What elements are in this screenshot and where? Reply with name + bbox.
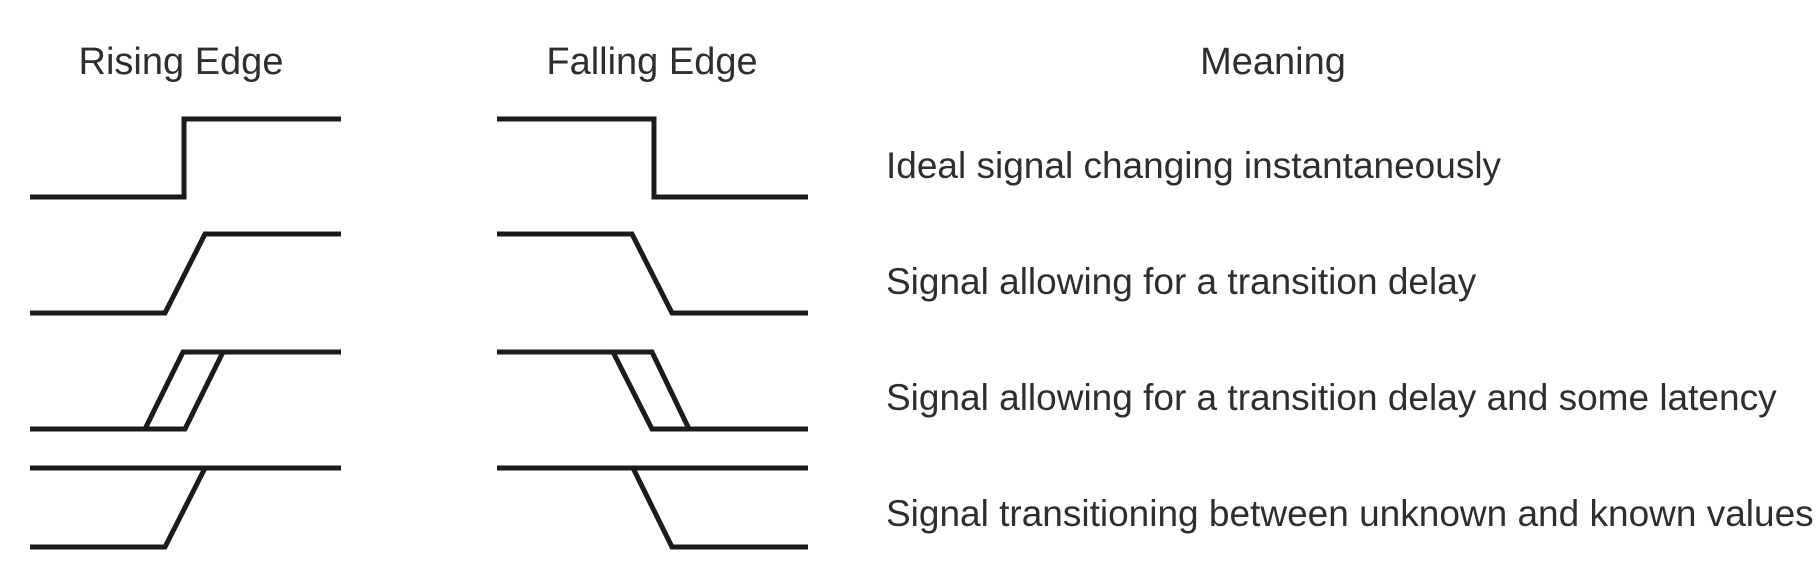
meaning-row-3: Signal allowing for a transition delay a… (886, 377, 1777, 418)
waveform-unknown-to-known-falling (497, 465, 808, 550)
meaning-row-4: Signal transitioning between unknown and… (886, 493, 1814, 534)
waveform-unknown-to-known-rising (30, 465, 341, 550)
waveform-rising-ramp-delay-latency (30, 349, 341, 432)
column-header-falling-edge: Falling Edge (546, 41, 758, 83)
waveform-ideal-falling-step (497, 116, 808, 200)
waveform-ideal-rising-step (30, 116, 341, 200)
column-header-rising-edge: Rising Edge (78, 41, 284, 83)
meaning-row-1: Ideal signal changing instantaneously (886, 145, 1502, 186)
waveform-falling-ramp-delay (497, 231, 808, 316)
column-header-meaning: Meaning (1200, 41, 1346, 83)
waveform-rising-ramp-delay (30, 231, 341, 316)
waveform-falling-ramp-delay-latency (497, 349, 808, 432)
meaning-row-2: Signal allowing for a transition delay (886, 261, 1477, 302)
